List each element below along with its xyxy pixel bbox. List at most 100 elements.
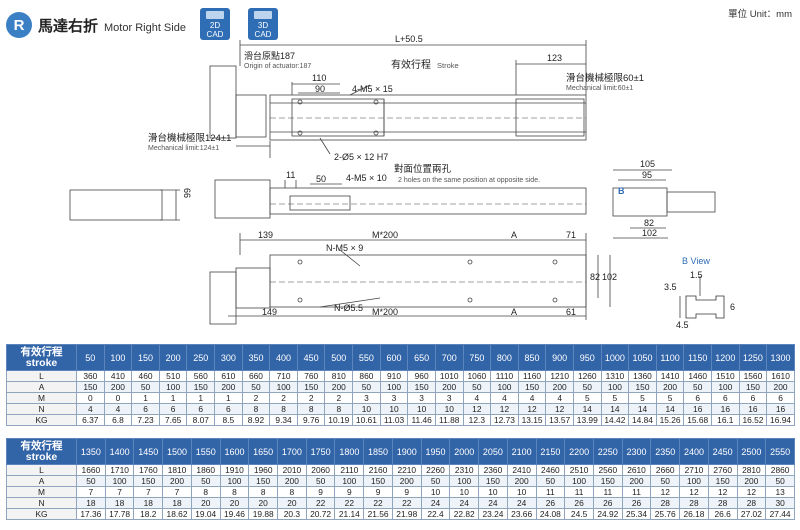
table-cell: 2	[296, 392, 326, 404]
stroke-cell: 1050	[628, 344, 657, 371]
table-cell: 860	[352, 370, 381, 382]
stroke-cell: 500	[324, 344, 354, 371]
table-cell: 2160	[363, 464, 393, 476]
table-cell: 150	[478, 475, 508, 487]
table-cell: 18	[104, 497, 135, 509]
table-cell: 12.73	[490, 414, 519, 426]
stroke-cell: 1250	[738, 344, 768, 371]
stroke-cell: 2300	[621, 438, 652, 465]
table-cell: 17.36	[76, 508, 106, 520]
table-cell: 27.44	[765, 508, 795, 520]
table-cell: 14.84	[628, 414, 657, 426]
stroke-cell: 2450	[707, 438, 738, 465]
dim-4-5: 4.5	[676, 320, 689, 330]
mech-right-en: Mechanical limit:60±1	[566, 85, 633, 92]
table-cell: 2810	[736, 464, 767, 476]
table-cell: 7.65	[158, 414, 188, 426]
table-cell: 7	[133, 486, 164, 498]
table-cell: 21.98	[391, 508, 422, 520]
table-cell: 4	[103, 403, 133, 415]
table-cell: 1460	[683, 370, 713, 382]
table-cell: 200	[162, 475, 192, 487]
table-cell: 1060	[462, 370, 492, 382]
stroke-cell: 1000	[600, 344, 630, 371]
dim-a2: A	[511, 307, 517, 317]
table-cell: 150	[738, 381, 768, 393]
table-cell: 1110	[490, 370, 519, 382]
table-cell: 760	[296, 370, 326, 382]
table-cell: 150	[707, 475, 738, 487]
table-cell: 24.08	[535, 508, 566, 520]
table-cell: 24	[420, 497, 451, 509]
table-cell: 560	[186, 370, 216, 382]
table-cell: 50	[352, 381, 381, 393]
table-cell: 21.56	[363, 508, 393, 520]
table-cell: 10	[407, 403, 436, 415]
table-cell: 200	[655, 381, 685, 393]
table-cell: 2460	[535, 464, 566, 476]
stroke-cell: 200	[158, 344, 188, 371]
dim-50: 50	[316, 174, 326, 184]
table-cell: 1010	[434, 370, 464, 382]
table-cell: 50	[190, 475, 221, 487]
table-cell: 5	[600, 392, 630, 404]
row-label: L	[6, 370, 77, 382]
table-cell: 16	[766, 403, 795, 415]
stroke-cell: 1400	[104, 438, 135, 465]
table-cell: 18	[76, 497, 106, 509]
table-cell: 28	[736, 497, 767, 509]
table-cell: 100	[334, 475, 365, 487]
table-cell: 26.18	[679, 508, 709, 520]
stroke-cell: 1100	[655, 344, 685, 371]
stroke-cell: 2200	[564, 438, 594, 465]
table-cell: 0	[103, 392, 133, 404]
table-cell: 50	[683, 381, 713, 393]
stroke-cell: 2550	[765, 438, 795, 465]
table-cell: 360	[76, 370, 105, 382]
stroke-cell: 1450	[133, 438, 164, 465]
table-cell: 2210	[391, 464, 422, 476]
table-cell: 6.37	[76, 414, 105, 426]
table-cell: 2860	[765, 464, 795, 476]
table-cell: 100	[449, 475, 480, 487]
table-cell: 100	[158, 381, 188, 393]
table-cell: 26	[535, 497, 566, 509]
table-cell: 24.92	[592, 508, 623, 520]
table-cell: 25.76	[650, 508, 681, 520]
table-cell: 1210	[545, 370, 574, 382]
table-cell: 100	[269, 381, 298, 393]
table-cell: 26	[621, 497, 652, 509]
mech-left-en: Mechanical limit:124±1	[148, 145, 219, 152]
table-cell: 22.4	[420, 508, 451, 520]
row-label: M	[6, 486, 77, 498]
tap-top: 4-M5 × 15	[352, 84, 393, 94]
stroke-cell: 800	[490, 344, 519, 371]
table-cell: 50	[420, 475, 451, 487]
table-cell: 11	[592, 486, 623, 498]
row-label: N	[6, 403, 77, 415]
table-cell: 22	[391, 497, 422, 509]
stroke-cell: 250	[186, 344, 216, 371]
table-cell: 19.88	[248, 508, 279, 520]
dim-102b: 102	[602, 272, 617, 282]
table-cell: 12	[650, 486, 681, 498]
table-cell: 200	[766, 381, 795, 393]
table-cell: 100	[104, 475, 135, 487]
table-cell: 5	[655, 392, 685, 404]
table-cell: 50	[462, 381, 492, 393]
table-cell: 9	[305, 486, 336, 498]
table-cell: 1960	[248, 464, 279, 476]
row-label: A	[6, 475, 77, 487]
table-cell: 100	[679, 475, 709, 487]
table-cell: 22	[334, 497, 365, 509]
table-cell: 150	[248, 475, 279, 487]
table-cell: 50	[131, 381, 160, 393]
